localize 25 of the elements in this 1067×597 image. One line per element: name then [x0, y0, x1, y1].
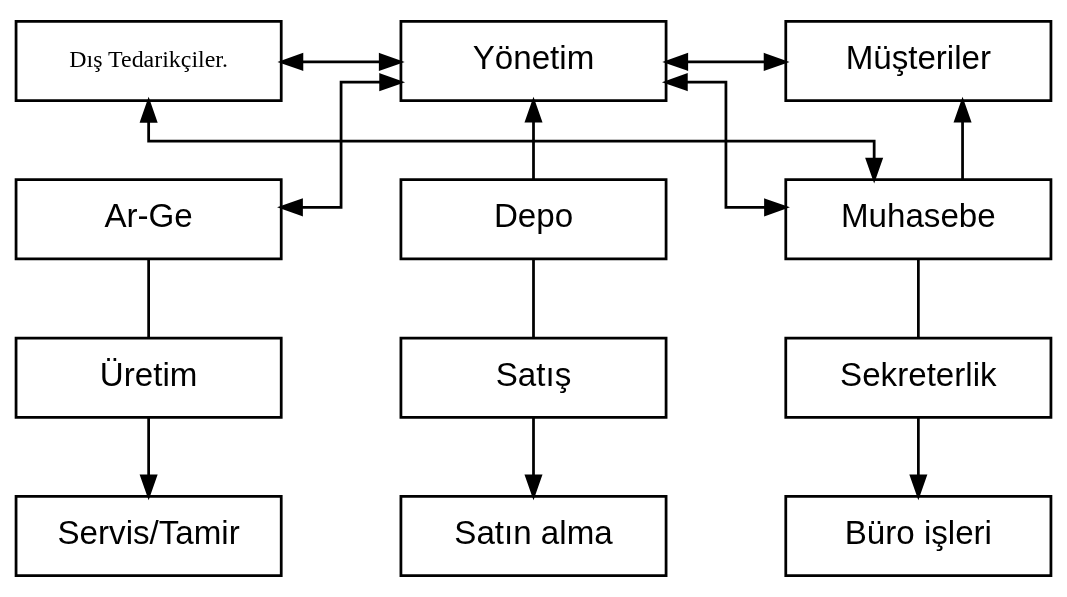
- node-box: Dış Tedarikçiler.: [14, 20, 283, 102]
- connector: [532, 259, 535, 338]
- node-box: Ar-Ge: [14, 178, 283, 261]
- connector: [917, 259, 920, 338]
- arrow: [662, 52, 790, 71]
- arrow: [277, 73, 406, 217]
- node-box: Sekreterlik: [784, 336, 1053, 419]
- node-box: Satın alma: [399, 495, 668, 577]
- arrow: [524, 417, 543, 501]
- arrow: [277, 52, 405, 71]
- arrow: [953, 96, 972, 180]
- arrow: [661, 73, 790, 217]
- arrow: [139, 417, 158, 501]
- node-box: Servis/Tamir: [14, 495, 283, 577]
- arrow: [524, 96, 543, 180]
- node-box: Müşteriler: [784, 20, 1053, 102]
- node-box: Muhasebe: [784, 178, 1053, 261]
- node-box: Depo: [399, 178, 668, 261]
- node-box: Yönetim: [399, 20, 668, 102]
- arrow: [909, 417, 928, 501]
- node-box: Satış: [399, 336, 668, 419]
- node-box: Büro işleri: [784, 495, 1053, 577]
- arrow: [139, 96, 884, 184]
- connector: [147, 259, 150, 338]
- node-box: Üretim: [14, 336, 283, 419]
